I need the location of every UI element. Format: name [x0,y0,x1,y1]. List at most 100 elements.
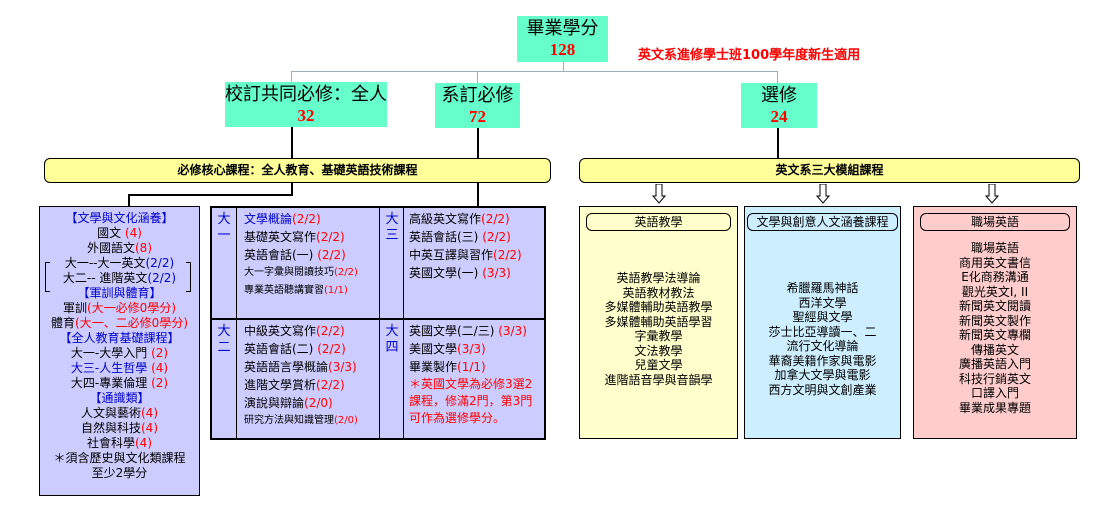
course-line: 大四-專業倫理 (2) [70,376,169,390]
elective-note: ＊英國文學為必修3選2課程，修滿2門，第3門可作為選修學分。 [409,377,533,425]
course-line: 體育(大一、二必修0學分) [50,316,188,330]
module-course: 加拿大文學與電影 [774,368,871,382]
category-label: 系訂必修 [441,85,514,106]
module-course-list: 英語教學法導論 英語教材教法 多媒體輔助英語教學 多媒體輔助英語學習 字彙教學 … [580,271,737,387]
module-course: 職場英語 [970,241,1019,255]
module-course: 多媒體輔助英語教學 [604,300,713,314]
course-line: 英國文學(二/三) (3/3) [409,324,527,338]
module-course: 兒童文學 [634,358,683,372]
module-course: 流行文化導論 [786,339,859,353]
course-line: 大一--大一英文(2/2) [64,256,175,270]
course-line: 人文與藝術(4) [80,406,158,420]
category-credits: 72 [469,107,486,126]
module-english-teaching: 英語教學 英語教學法導論 英語教材教法 多媒體輔助英語教學 多媒體輔助英語學習 … [579,206,738,439]
course-line: 進階文學賞析(2/2) [244,378,345,392]
module-literature-humanities: 文學與創意人文涵養課程 希臘羅馬神話 西洋文學 聖經與文學 莎士比亞導讀一、二 … [744,206,901,439]
section-heading: 【通識類】 [89,391,150,405]
module-course: E化商務溝通 [961,270,1029,284]
total-credits-label: 畢業學分 [526,18,599,39]
category-credits: 24 [770,107,788,126]
connector-line [477,183,479,207]
year-label-4: 大四 [385,324,399,355]
module-course: 畢業成果專題 [958,400,1031,415]
category-dept-required: 系訂必修 72 [435,83,520,128]
module-course: 廣播英語入門 [958,357,1031,371]
course-line: 自然與科技(4) [80,421,158,435]
course-line: 英語會話(二) (2/2) [244,342,346,356]
module-course: 西洋文學 [798,295,847,310]
module-courses-bar: 英文系三大模組課程 [579,158,1080,183]
module-workplace-english: 職場英語 職場英語 商用英文書信 E化商務溝通 觀光英文I, II 新聞英文閱讀… [913,206,1077,439]
course-line: 專業英語聽講實習(1/1) [244,285,348,296]
course-line: 演說與辯論(2/0) [244,396,333,410]
bracket-left [45,262,50,292]
note-line: 至少2學分 [91,466,148,480]
course-line: 高級英文寫作(2/2) [409,212,510,226]
category-label: 選修 [761,85,797,106]
module-course-list: 希臘羅馬神話 西洋文學 聖經與文學 莎士比亞導讀一、二 流行文化導論 華裔美籍作… [745,281,900,397]
year-label-1: 大一 [217,212,231,243]
module-course: 西方文明與文創產業 [768,382,877,397]
section-heading: 【文學與文化涵養】 [65,211,174,225]
course-line: 軍訓(大一必修0學分) [62,301,176,315]
module-course-list: 職場英語 商用英文書信 E化商務溝通 觀光英文I, II 新聞英文閱讀 新聞英文… [914,241,1076,415]
down-arrow-icon [652,184,666,204]
module-course: 字彙教學 [634,329,683,343]
course-line: 文學概論(2/2) [244,212,321,226]
grid-divider [403,208,404,438]
course-line: 研究方法與知識管理(2/0) [244,415,358,426]
year2-courses: 中級英文寫作(2/2) 英語會話(二) (2/2) 英語語言學概論(3/3) 進… [244,322,358,430]
course-line: 中英互譯與習作(2/2) [409,248,522,262]
module-course: 新聞英文閱讀 [958,299,1031,313]
connector-line [128,194,130,206]
connector-line [777,128,779,159]
module-course: 華裔美籍作家與電影 [768,353,877,368]
course-line: 美國文學(3/3) [409,342,486,356]
connector-line [291,71,778,72]
module-course: 口譯入門 [970,386,1019,400]
connector-line [128,194,293,196]
connector-line [563,62,564,72]
connector-line [477,71,478,83]
course-line: 大一-大學入門 (2) [70,346,169,360]
course-line: 畢業製作(1/1) [409,360,486,374]
course-line: 大三-人生哲學 (4) [70,361,169,375]
module-course: 新聞英文專欄 [958,328,1031,342]
course-line: 大二-- 進階英文(2/2) [62,271,177,285]
module-course: 新聞英文製作 [958,313,1031,328]
subtitle: 英文系進修學士班100學年度新生適用 [638,48,861,63]
grid-divider [379,208,380,438]
course-line: 英國文學(一) (3/3) [409,266,511,280]
section-heading: 【全人教育基礎課程】 [59,331,180,345]
course-line: 大一字彙與閱讀技巧(2/2) [244,267,358,278]
module-title: 英語教學 [586,213,731,231]
course-line: 中級英文寫作(2/2) [244,324,345,338]
connector-line [291,127,293,159]
connector-line [477,128,479,159]
connector-line [291,71,292,83]
core-courses-bar: 必修核心課程：全人教育、基礎英語技術課程 [44,158,551,183]
down-arrow-icon [985,184,999,204]
module-course: 希臘羅馬神話 [786,281,859,295]
module-title: 文學與創意人文涵養課程 [747,213,898,231]
module-course: 聖經與文學 [792,310,853,324]
dept-required-grid: 大一 文學概論(2/2) 基礎英文寫作(2/2) 英語會話(一) (2/2) 大… [210,206,546,440]
course-line: 英語語言學概論(3/3) [244,360,357,374]
category-elective: 選修 24 [741,83,817,128]
year-label-3: 大三 [385,212,399,243]
module-title: 職場英語 [920,213,1070,231]
total-credits-value: 128 [549,40,576,59]
grid-divider [236,208,237,438]
module-course: 文法教學 [634,343,683,358]
course-line: 基礎英文寫作(2/2) [244,230,345,244]
year3-courses: 高級英文寫作(2/2) 英語會話(三) (2/2) 中英互譯與習作(2/2) 英… [409,210,522,282]
module-course: 莎士比亞導讀一、二 [768,324,877,339]
down-arrow-icon [816,184,830,204]
section-heading: 【軍訓與體育】 [77,286,162,300]
grid-divider [212,318,544,320]
category-label: 校訂共同必修：全人 [225,84,387,105]
year-label-2: 大二 [217,324,231,355]
category-school-required: 校訂共同必修：全人 32 [225,82,387,127]
module-course: 多媒體輔助英語學習 [604,314,713,329]
course-line: 英語會話(三) (2/2) [409,230,511,244]
